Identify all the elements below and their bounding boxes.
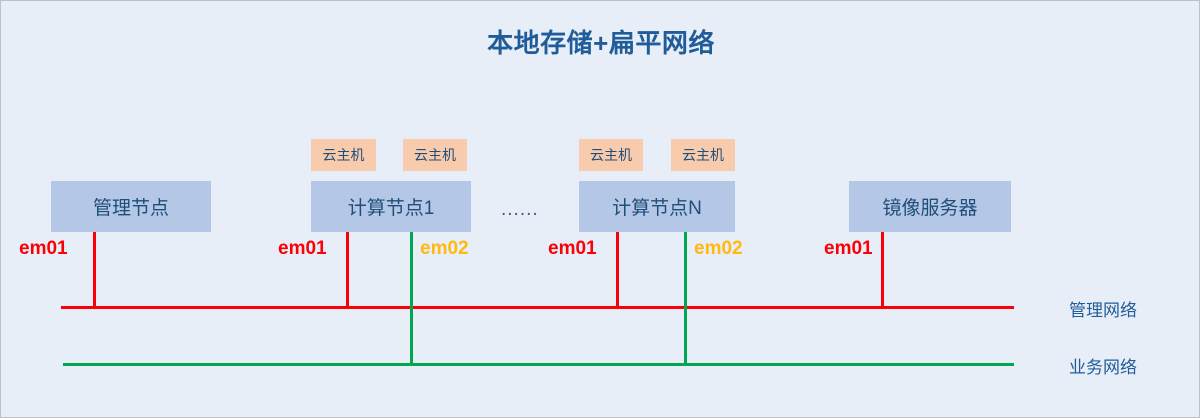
iface-label-mgmt-node-em01: em01 — [19, 238, 68, 259]
node-label: 管理节点 — [92, 198, 169, 219]
link-compute1-em02 — [410, 232, 413, 366]
iface-label-compute1-em01: em01 — [278, 238, 327, 259]
node-box-compute-1[interactable]: 计算节点1 — [311, 181, 471, 232]
iface-label-image-server-em01: em01 — [824, 238, 873, 259]
node-label: 计算节点N — [612, 198, 702, 219]
link-image-server-em01 — [881, 232, 884, 309]
vm-box-compute1-1[interactable]: 云主机 — [311, 139, 376, 171]
link-compute1-em01 — [346, 232, 349, 309]
vm-label: 云主机 — [322, 147, 365, 163]
iface-label-computen-em02: em02 — [694, 238, 743, 259]
node-label: 计算节点1 — [347, 198, 435, 219]
node-box-management[interactable]: 管理节点 — [51, 181, 211, 232]
network-label-business: 业务网络 — [1069, 358, 1137, 377]
node-label: 镜像服务器 — [882, 198, 978, 219]
vm-label: 云主机 — [414, 147, 456, 163]
vm-label: 云主机 — [682, 147, 724, 163]
network-label-management: 管理网络 — [1069, 301, 1137, 320]
vm-label: 云主机 — [590, 147, 632, 163]
link-computen-em02 — [684, 232, 687, 366]
vm-box-computen-1[interactable]: 云主机 — [579, 139, 643, 171]
management-network-line — [61, 306, 1014, 309]
cluster-ellipsis: ...... — [501, 199, 539, 220]
link-computen-em01 — [616, 232, 619, 309]
business-network-line — [63, 363, 1014, 366]
node-box-compute-n[interactable]: 计算节点N — [579, 181, 735, 232]
node-box-image-server[interactable]: 镜像服务器 — [849, 181, 1011, 232]
vm-box-compute1-2[interactable]: 云主机 — [403, 139, 467, 171]
link-mgmt-node-em01 — [93, 232, 96, 309]
page-title: 本地存储+扁平网络 — [487, 28, 715, 58]
iface-label-computen-em01: em01 — [548, 238, 597, 259]
vm-box-computen-2[interactable]: 云主机 — [671, 139, 735, 171]
iface-label-compute1-em02: em02 — [420, 238, 469, 259]
